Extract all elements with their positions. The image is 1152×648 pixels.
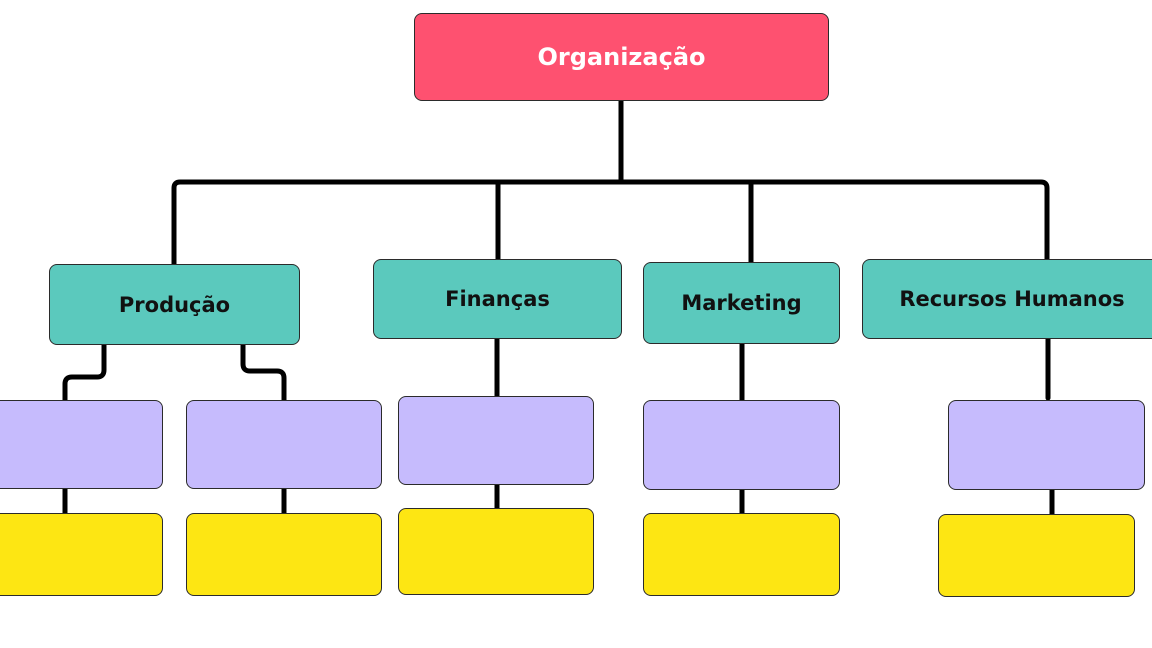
org-root-node[interactable]: Organização — [414, 13, 829, 101]
connector-producao-sub-1 — [62, 342, 107, 403]
sub-node-producao-2[interactable] — [186, 400, 382, 489]
dept-label-recursos-humanos: Recursos Humanos — [899, 287, 1125, 311]
org-root-label: Organização — [537, 43, 706, 71]
dept-label-marketing: Marketing — [681, 291, 802, 315]
leaf-node-producao-2[interactable] — [186, 513, 382, 596]
leaf-node-financas[interactable] — [398, 508, 594, 595]
dept-node-producao[interactable]: Produção — [49, 264, 300, 345]
leaf-node-recursos-humanos[interactable] — [938, 514, 1135, 597]
dept-node-financas[interactable]: Finanças — [373, 259, 622, 339]
connector-producao-sub-2 — [240, 342, 287, 403]
leaf-node-marketing[interactable] — [643, 513, 840, 596]
dept-label-producao: Produção — [118, 292, 231, 317]
dept-node-marketing[interactable]: Marketing — [643, 262, 840, 344]
sub-node-recursos-humanos[interactable] — [948, 400, 1145, 490]
sub-node-producao-1[interactable] — [0, 400, 163, 489]
sub-node-financas[interactable] — [398, 396, 594, 485]
dept-node-recursos-humanos[interactable]: Recursos Humanos — [862, 259, 1152, 339]
connector-horizontal-bar — [171, 179, 1050, 267]
sub-node-marketing[interactable] — [643, 400, 840, 490]
dept-label-financas: Finanças — [445, 287, 550, 311]
leaf-node-producao-1[interactable] — [0, 513, 163, 596]
